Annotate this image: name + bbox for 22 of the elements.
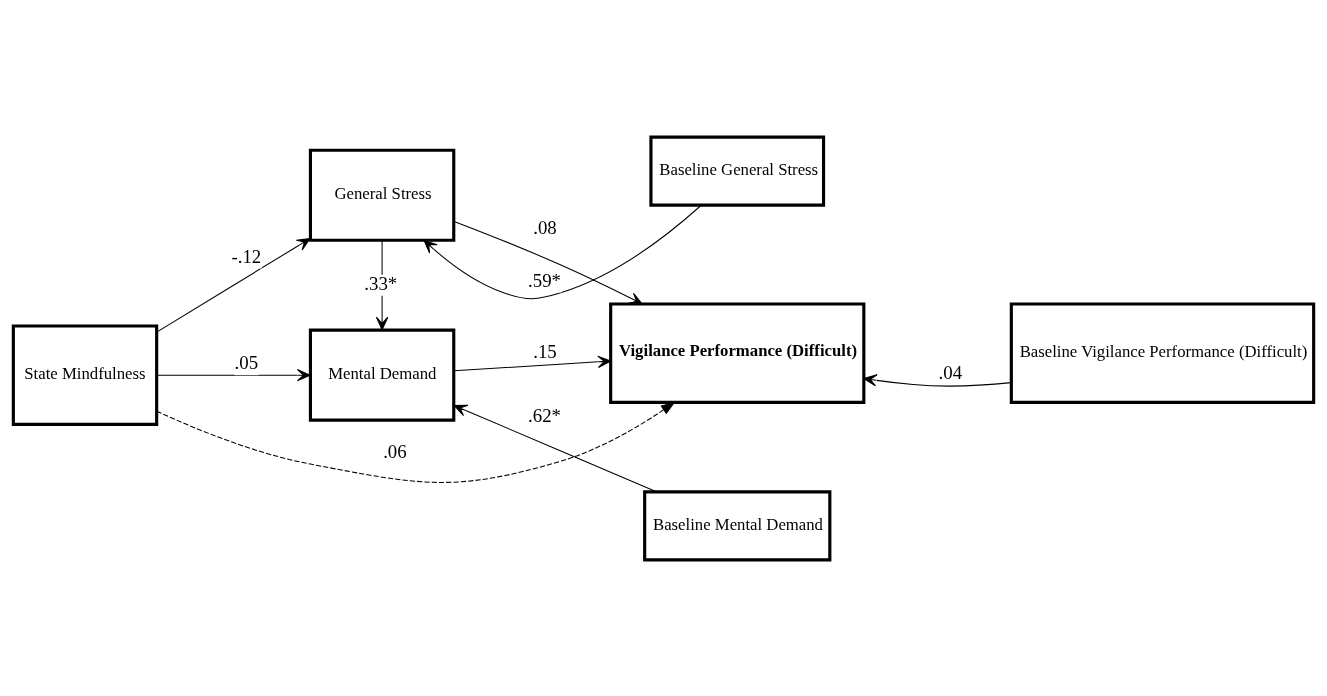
arrow bbox=[423, 204, 702, 299]
node-box: Baseline Vigilance Performance (Difficult) bbox=[1009, 301, 1316, 404]
arrow bbox=[156, 368, 311, 381]
arrow bbox=[156, 401, 676, 483]
node-box: Baseline Mental Demand bbox=[643, 489, 832, 561]
edge-label: .33* bbox=[364, 272, 398, 294]
edge-label: .06 bbox=[383, 440, 407, 462]
edge-label: .08 bbox=[533, 216, 557, 238]
node-box: Baseline General Stress bbox=[649, 135, 826, 207]
node-box: Vigilance Performance (Difficult) bbox=[609, 301, 866, 404]
edge-label: .04 bbox=[938, 361, 963, 383]
node-box: Mental Demand bbox=[308, 328, 456, 422]
edge-label: .62* bbox=[528, 404, 561, 426]
node-box: General Stress bbox=[308, 148, 456, 242]
edge-label: .15 bbox=[533, 340, 557, 362]
edge-label: .05 bbox=[234, 351, 259, 373]
arrow bbox=[156, 237, 311, 333]
edge-label: -.12 bbox=[231, 245, 262, 267]
edge-label: .59* bbox=[528, 269, 561, 291]
arrow bbox=[453, 355, 612, 371]
arrow bbox=[863, 373, 1012, 387]
node-box: State Mindfulness bbox=[11, 323, 159, 426]
